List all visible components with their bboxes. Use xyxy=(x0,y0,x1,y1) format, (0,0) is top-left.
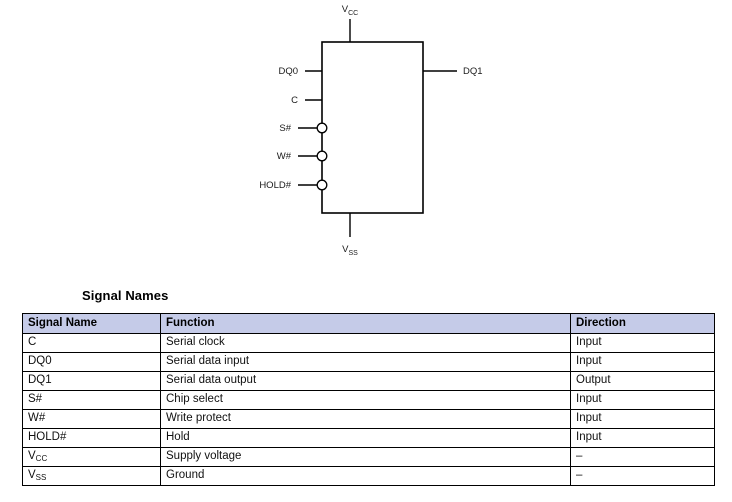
column-header-direction: Direction xyxy=(570,313,715,334)
s-pin-inversion-bubble-icon xyxy=(316,122,328,134)
table-header-row: Signal Name Function Direction xyxy=(22,313,715,334)
cell-function: Ground xyxy=(160,466,571,486)
cell-signal-name: DQ0 xyxy=(22,352,161,372)
hold-pin-inversion-bubble-icon xyxy=(316,179,328,191)
hold-pin-label: HOLD# xyxy=(259,180,291,191)
cell-direction: Input xyxy=(570,409,715,429)
cell-function: Serial data input xyxy=(160,352,571,372)
cell-direction: Input xyxy=(570,352,715,372)
c-pin-label: C xyxy=(291,95,298,106)
w-pin-inversion-bubble-icon xyxy=(316,150,328,162)
table-header: Signal Name Function Direction xyxy=(22,313,715,334)
cell-direction: – xyxy=(570,466,715,486)
cell-direction: Output xyxy=(570,371,715,391)
dq1-pin-label: DQ1 xyxy=(463,66,483,77)
cell-function: Serial clock xyxy=(160,333,571,353)
signal-names-heading: Signal Names xyxy=(82,288,169,303)
cell-function: Supply voltage xyxy=(160,447,571,467)
cell-function: Write protect xyxy=(160,409,571,429)
component-body-rect xyxy=(321,41,424,214)
cell-signal-name: S# xyxy=(22,390,161,410)
vss-pin-label: VSS xyxy=(342,244,358,257)
cell-direction: Input xyxy=(570,428,715,448)
cell-direction: – xyxy=(570,447,715,467)
cell-signal-name: C xyxy=(22,333,161,353)
cell-function: Serial data output xyxy=(160,371,571,391)
logic-symbol-diagram: VCC VSS DQ0 C S# W# HOLD# DQ1 xyxy=(259,4,483,257)
cell-signal-name: W# xyxy=(22,409,161,429)
cell-signal-name: VSS xyxy=(22,466,161,486)
cell-signal-name: DQ1 xyxy=(22,371,161,391)
cell-function: Chip select xyxy=(160,390,571,410)
cell-direction: Input xyxy=(570,390,715,410)
block-diagram: VCC VSS DQ0 C S# W# HOLD# DQ1 xyxy=(259,4,483,257)
cell-direction: Input xyxy=(570,333,715,353)
cell-function: Hold xyxy=(160,428,571,448)
w-pin-label: W# xyxy=(277,151,292,162)
column-header-function: Function xyxy=(160,313,571,334)
cell-signal-name: HOLD# xyxy=(22,428,161,448)
dq0-pin-label: DQ0 xyxy=(278,66,298,77)
s-pin-label: S# xyxy=(279,123,291,134)
cell-signal-name: VCC xyxy=(22,447,161,467)
vcc-pin-label: VCC xyxy=(342,4,358,17)
column-header-signal-name: Signal Name xyxy=(22,313,161,334)
